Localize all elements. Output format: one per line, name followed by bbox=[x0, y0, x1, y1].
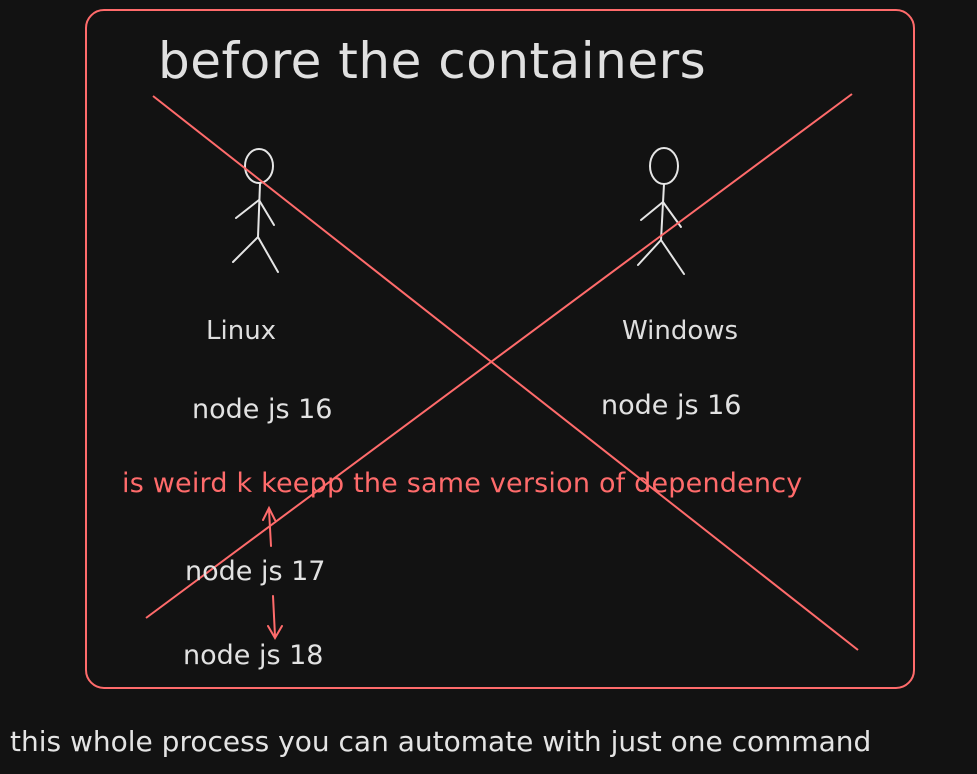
windows-user-icon bbox=[637, 147, 685, 275]
linux-user-icon bbox=[232, 148, 279, 273]
node-version-18: node js 18 bbox=[183, 640, 324, 671]
linux-node-version: node js 16 bbox=[192, 394, 333, 425]
arrow-down-icon bbox=[267, 595, 283, 640]
cross-line-2 bbox=[145, 93, 853, 619]
footer-note: this whole process you can automate with… bbox=[10, 725, 872, 758]
linux-label: Linux bbox=[206, 316, 277, 346]
arrow-up-icon bbox=[262, 505, 276, 547]
windows-node-version: node js 16 bbox=[601, 390, 742, 421]
node-version-17: node js 17 bbox=[185, 556, 326, 587]
dependency-warning: is weird k keepp the same version of dep… bbox=[122, 468, 803, 499]
diagram-title: before the containers bbox=[158, 32, 707, 90]
frame-box bbox=[85, 9, 915, 689]
cross-line-1 bbox=[152, 95, 859, 651]
windows-label: Windows bbox=[622, 316, 739, 346]
